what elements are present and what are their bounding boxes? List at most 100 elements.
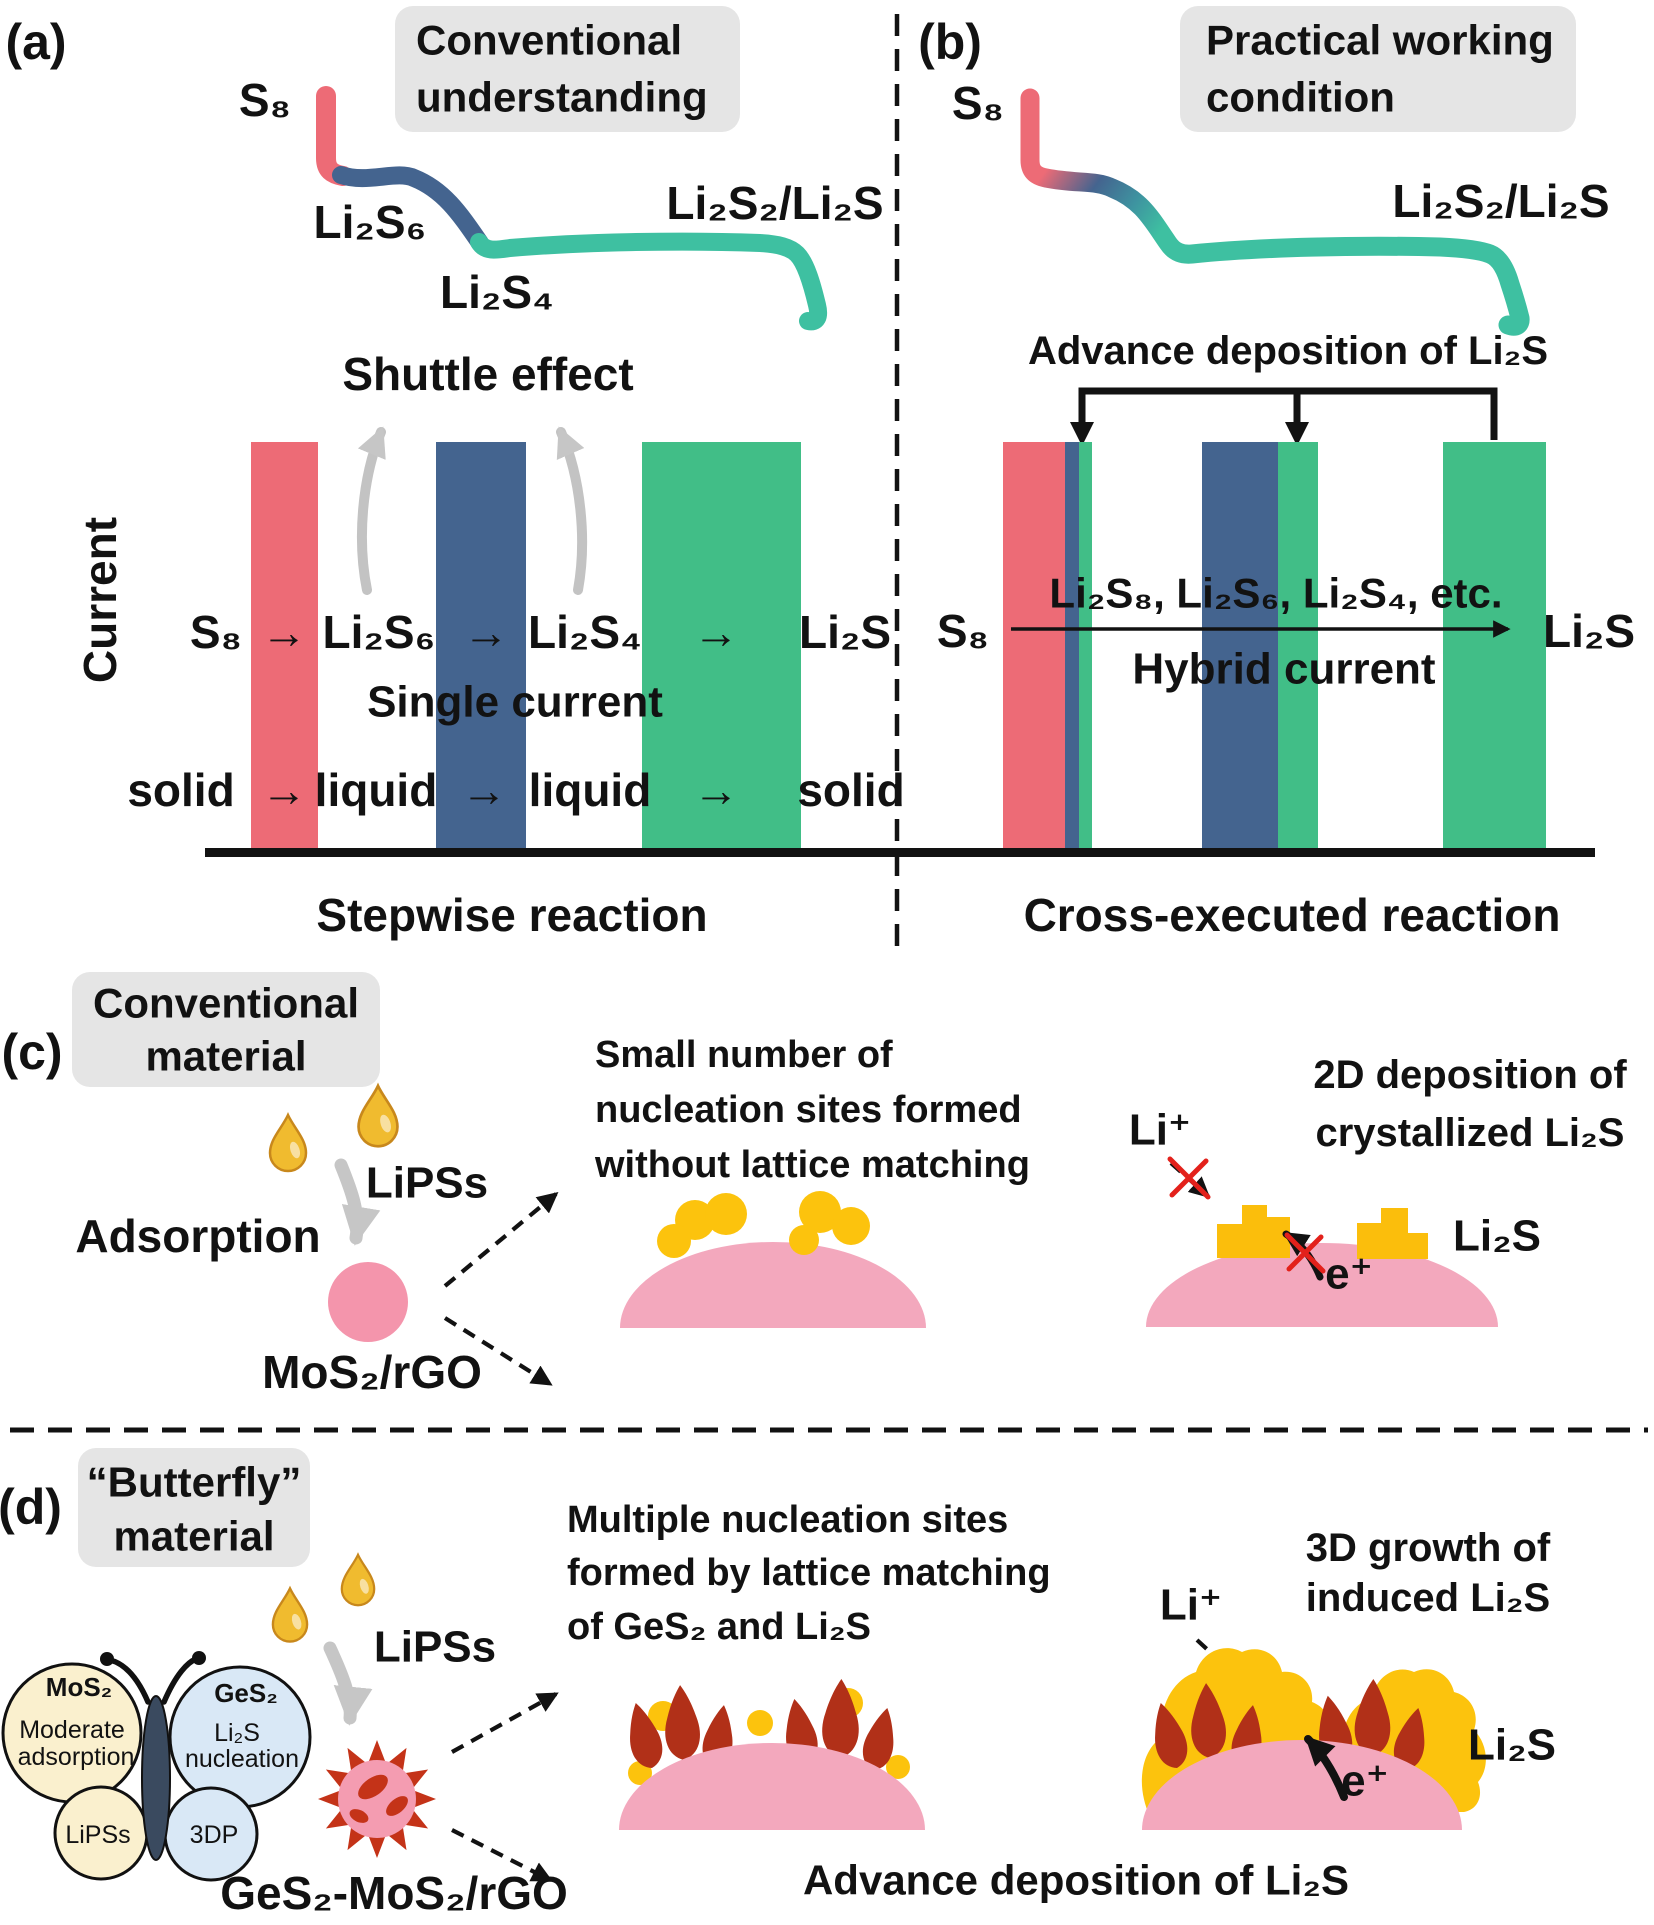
nucleation-site xyxy=(789,1225,819,1255)
li2s-label-d: Li₂S xyxy=(1468,1721,1556,1770)
particle-mark xyxy=(358,1774,388,1800)
curve-a-s8-label: S₈ xyxy=(239,74,291,126)
mos2-rgo-particle xyxy=(328,1262,408,1342)
butterfly-body xyxy=(141,1695,171,1861)
row1-li2s: Li₂S xyxy=(799,606,891,658)
li-plus-label-c: Li⁺ xyxy=(1129,1106,1191,1155)
li-plus-label-d: Li⁺ xyxy=(1160,1581,1222,1630)
wing-nucleation-label: nucleation xyxy=(185,1745,299,1773)
row2-arrow2: → xyxy=(461,764,507,816)
bar-b3-green xyxy=(1443,442,1546,852)
branch-arrow-c-upper xyxy=(443,1191,559,1288)
panel-b-title-line1: Practical working xyxy=(1206,17,1554,64)
advance-bracket-arrowhead-mid xyxy=(1285,422,1309,446)
panel-b: (b) Practical working condition S₈ Li₂S₂… xyxy=(918,6,1635,941)
lipss-label-d: LiPSs xyxy=(374,1623,496,1672)
panel-a-label: (a) xyxy=(5,14,66,70)
panel-c-right-title-line1: 2D deposition of xyxy=(1313,1053,1627,1097)
row1-arrow1: → xyxy=(261,606,307,658)
panel-b-caption: Cross-executed reaction xyxy=(1024,889,1561,941)
li2s-2d-crystal-left xyxy=(1217,1205,1290,1258)
blocked-cross-icon xyxy=(1167,1156,1211,1200)
row2-arrow3: → xyxy=(693,764,739,816)
mos2-rgo-label: MoS₂/rGO xyxy=(262,1346,482,1398)
adsorption-arrow-icon xyxy=(323,1641,373,1726)
droplet-icon xyxy=(357,1084,399,1148)
panel-c-headline-line3: without lattice matching xyxy=(594,1144,1030,1186)
bar-b1-green-stripe xyxy=(1079,442,1092,852)
curve-a-s8-segment xyxy=(316,86,353,186)
curve-b-s8-label: S₈ xyxy=(952,77,1004,129)
shuttle-arrow-left xyxy=(357,426,386,595)
row1-li2s6: Li₂S₆ xyxy=(323,606,436,658)
curve-b-gradient xyxy=(1020,88,1530,336)
blocked-cross-icon xyxy=(1284,1232,1326,1274)
ges2-mos2-rgo-label: GeS₂-MoS₂/rGO xyxy=(220,1867,568,1919)
particle-mark xyxy=(349,1809,369,1823)
row2-solid2: solid xyxy=(797,764,904,816)
bar-a-s8 xyxy=(251,442,318,852)
curve-b-li2s2-label: Li₂S₂/Li₂S xyxy=(1392,175,1609,227)
panel-b-title-line2: condition xyxy=(1206,74,1395,121)
row1-li2s4: Li₂S₄ xyxy=(528,606,642,658)
ges2-petal xyxy=(662,1684,702,1761)
curve-a-li2s6-label: Li₂S₆ xyxy=(314,196,427,248)
advance-deposition-label-d: Advance deposition of Li₂S xyxy=(803,1857,1349,1904)
substrate-dome-d-mid xyxy=(619,1743,925,1830)
lipss-label-c: LiPSs xyxy=(366,1159,488,1208)
panel-c-right-title-line2: crystallized Li₂S xyxy=(1315,1111,1624,1155)
row1-s8: S₈ xyxy=(190,606,242,658)
nucleation-site xyxy=(747,1710,773,1736)
wing-mos2-label: MoS₂ xyxy=(46,1672,112,1702)
panel-d-right-title-line2: induced Li₂S xyxy=(1306,1576,1550,1620)
panel-a-title-box xyxy=(395,6,740,132)
panel-d-right-title-line1: 3D growth of xyxy=(1306,1526,1551,1570)
branch-arrow-d-lower xyxy=(451,1828,553,1882)
curve-a-li2s4-label: Li₂S₄ xyxy=(440,266,554,318)
panel-d-title-line1: “Butterfly” xyxy=(87,1459,302,1506)
li2s-2d-crystal-right xyxy=(1357,1208,1428,1259)
panel-c-headline-line2: nucleation sites formed xyxy=(595,1089,1022,1131)
panel-a-title-line1: Conventional xyxy=(416,17,682,64)
curve-a-li2s2-label: Li₂S₂/Li₂S xyxy=(666,177,883,229)
shuttle-arrow-right xyxy=(556,426,588,595)
panel-d-headline-line1: Multiple nucleation sites xyxy=(567,1499,1008,1541)
substrate-dome-d-right xyxy=(1142,1740,1462,1830)
substrate-dome-c-right xyxy=(1146,1243,1498,1327)
panel-b-title-box xyxy=(1180,6,1576,132)
advance-deposition-label-b: Advance deposition of Li₂S xyxy=(1028,329,1548,373)
row2-arrow1: → xyxy=(261,764,307,816)
curve-a-li2s6-segment xyxy=(332,166,489,252)
droplet-icon xyxy=(340,1553,376,1607)
wing-adsorption-label: adsorption xyxy=(18,1743,135,1771)
adsorption-arrow-icon xyxy=(334,1158,381,1246)
panel-a-caption: Stepwise reaction xyxy=(316,889,707,941)
wing-li2s-label: Li₂S xyxy=(214,1719,260,1747)
wing-3dp-label: 3DP xyxy=(190,1821,239,1849)
species-label: Li₂S₈, Li₂S₆, Li₂S₄, etc. xyxy=(1049,570,1502,617)
branch-arrow-d-upper xyxy=(450,1692,559,1754)
row-b-s8: S₈ xyxy=(937,605,989,657)
advance-bracket xyxy=(1078,387,1498,440)
substrate-dome-c-mid xyxy=(620,1242,926,1328)
droplet-icon xyxy=(268,1113,308,1173)
wing-ges2-label: GeS₂ xyxy=(214,1678,278,1708)
panel-c-label: (c) xyxy=(1,1024,62,1080)
panel-c-title-line1: Conventional xyxy=(93,980,359,1027)
single-current-label: Single current xyxy=(367,678,663,727)
panel-c: (c) Conventional material LiPSs Adsorpti… xyxy=(1,972,1627,1398)
panel-c-headline-line1: Small number of xyxy=(595,1034,893,1076)
panel-b-label: (b) xyxy=(918,14,982,70)
row-b-li2s: Li₂S xyxy=(1543,605,1635,657)
shuttle-effect-label: Shuttle effect xyxy=(342,348,633,400)
nucleation-site xyxy=(886,1755,910,1779)
row2-liquid1: liquid xyxy=(315,764,438,816)
nucleation-site xyxy=(657,1224,691,1258)
droplet-icon xyxy=(271,1587,309,1643)
bar-b2-blue xyxy=(1202,442,1278,852)
butterfly-antenna-right-tip xyxy=(192,1651,206,1665)
panel-c-title-line2: material xyxy=(145,1033,306,1080)
curve-a-li2s-plateau xyxy=(470,232,828,331)
hybrid-current-label: Hybrid current xyxy=(1132,645,1436,694)
